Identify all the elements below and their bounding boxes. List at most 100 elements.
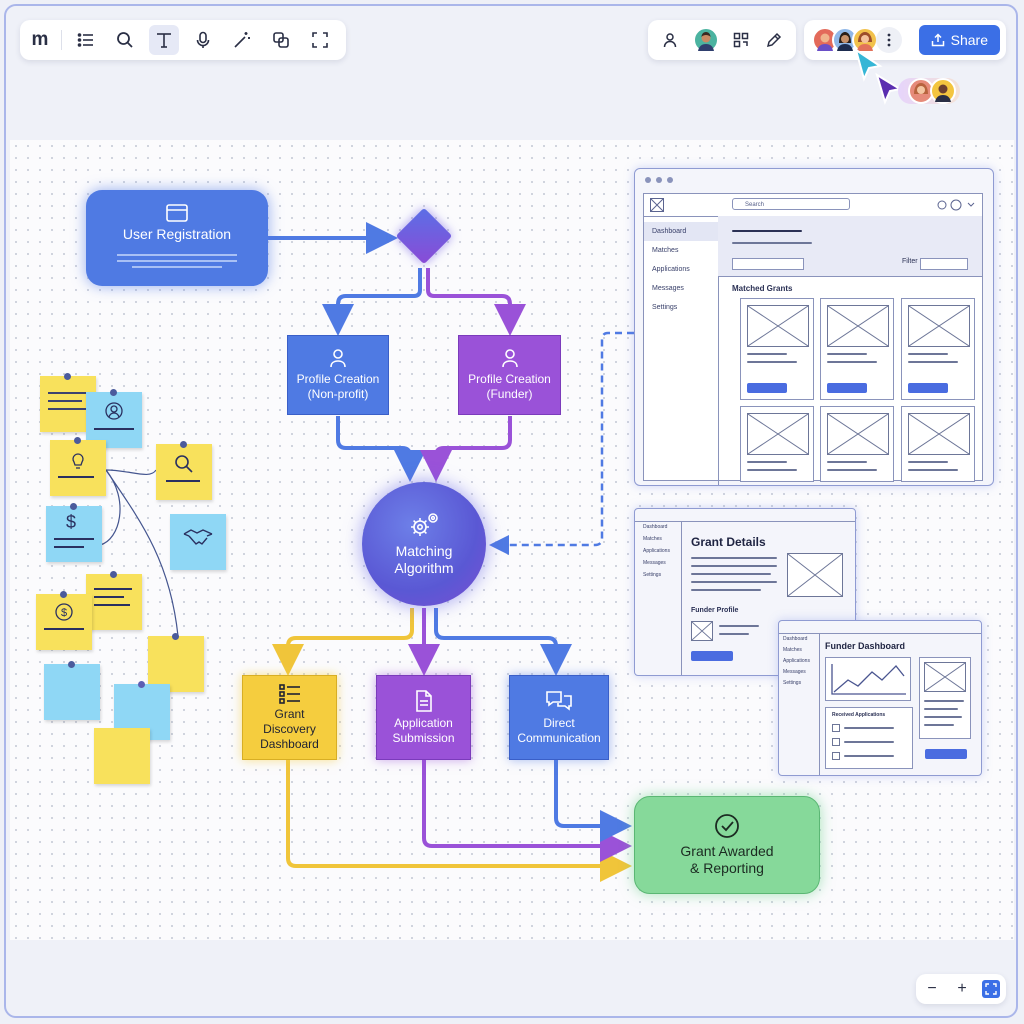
zoom-controls: − + [916,974,1006,1004]
zoom-in-button[interactable]: + [957,980,967,997]
text-icon[interactable] [149,25,179,55]
sticky-note[interactable] [94,728,150,784]
node-label: (Non-profit) [307,387,369,401]
profile-creation-funder-node[interactable]: Profile Creation (Funder) [458,335,561,415]
node-label: Profile Creation [468,372,551,386]
line-chart-icon [831,664,906,695]
check-circle-icon [715,813,739,838]
node-label: Algorithm [394,560,454,576]
chat-bubbles-icon [546,690,572,711]
sticky-note[interactable] [86,571,142,630]
sidebar-item[interactable]: Messages [643,560,666,566]
search-input[interactable]: Search [732,198,850,210]
received-applications-card: Received Applications [825,707,913,769]
review-button[interactable] [925,749,967,759]
direct-communication-node[interactable]: Direct Communication [509,675,609,760]
share-button[interactable]: Share [918,25,1000,55]
magic-wand-icon[interactable] [227,25,257,55]
image-placeholder [747,305,809,347]
main-toolbar: m [20,20,346,60]
view-grant-button[interactable] [827,383,867,393]
grant-card[interactable] [820,298,894,400]
details-title: Grant Details [691,535,766,549]
shapes-icon[interactable] [266,25,296,55]
sidebar-item[interactable]: Applications [652,266,690,273]
sidebar-item[interactable]: Settings [643,572,662,578]
gears-icon [411,512,438,536]
apply-button[interactable] [691,651,733,661]
user-circle-icon [105,402,123,420]
sidebar-item[interactable]: Messages [783,668,806,675]
sidebar-item[interactable]: Matches [643,536,662,542]
mic-icon[interactable] [188,25,218,55]
image-placeholder [787,553,843,597]
sticky-note[interactable] [156,441,212,500]
pen-icon[interactable] [763,25,784,55]
sidebar-item[interactable]: Settings [652,304,678,311]
node-label: Grant Awarded [680,842,774,859]
sidebar-item[interactable]: Dashboard [783,635,808,642]
sticky-note[interactable] [86,389,142,448]
user-icon [330,349,346,368]
grant-card[interactable] [820,406,894,482]
image-placeholder [747,413,809,455]
report-card [919,657,971,739]
sidebar-item[interactable]: Settings [783,679,802,686]
node-label: Discovery [263,721,316,736]
search-icon [175,455,193,473]
view-grant-button[interactable] [747,383,787,393]
node-label: Dashboard [260,736,319,751]
grant-card[interactable] [901,406,975,482]
grant-card[interactable] [901,298,975,400]
more-options-icon[interactable] [876,27,902,53]
zoom-out-button[interactable]: − [927,980,937,997]
sidebar-item[interactable]: Dashboard [643,524,668,530]
sidebar-item[interactable]: Applications [643,548,670,554]
sidebar-item[interactable]: Dashboard [644,222,718,241]
list-icon[interactable] [71,25,101,55]
dashboard-wireframe[interactable]: Search Dashboard Matches Applications Me… [634,168,994,486]
node-label: Direct [543,715,575,730]
grant-card[interactable] [740,406,814,482]
sticky-note[interactable] [44,661,100,720]
filter-dropdown[interactable] [920,258,968,270]
search-icon[interactable] [110,25,140,55]
node-label: Communication [517,730,601,745]
grant-discovery-dashboard-node[interactable]: Grant Discovery Dashboard [242,675,337,760]
sidebar-item[interactable]: Matches [652,247,679,254]
share-bar: Share [804,20,1006,60]
node-label: Grant [274,706,305,721]
user-icon[interactable] [660,25,681,55]
fit-screen-icon[interactable] [982,980,1000,998]
qr-scan-icon[interactable] [731,25,752,55]
toolbar-divider [61,30,62,50]
window-dots [645,177,673,183]
document-icon [415,689,432,712]
sticky-note[interactable] [50,437,106,496]
sidebar-item[interactable]: Messages [652,285,684,292]
sidebar-item[interactable]: Applications [783,657,810,664]
sidebar-item[interactable]: Matches [783,646,802,653]
sticky-note[interactable]: $ [46,503,102,562]
upload-icon [931,33,944,47]
sticky-note[interactable]: $ [36,591,92,650]
user-registration-node[interactable]: User Registration [86,190,268,286]
app-logo[interactable]: m [31,29,49,50]
sticky-note[interactable] [170,514,226,570]
funder-dashboard-wireframe[interactable]: Dashboard Matches Applications Messages … [778,620,982,776]
view-grant-button[interactable] [908,383,948,393]
filter-search[interactable] [732,258,804,270]
matching-algorithm-node[interactable]: Matching Algorithm [362,482,486,606]
application-submission-node[interactable]: Application Submission [376,675,471,760]
node-label: Profile Creation [296,372,380,386]
image-placeholder [827,305,889,347]
fullscreen-icon[interactable] [305,25,335,55]
grant-card[interactable] [740,298,814,400]
grant-awarded-node[interactable]: Grant Awarded & Reporting [634,796,820,894]
node-label: Matching [395,542,453,559]
profile-creation-nonprofit-node[interactable]: Profile Creation (Non-profit) [287,335,389,415]
id-card-icon [166,204,188,223]
grant-details-wireframe[interactable]: Dashboard Matches Applications Messages … [634,508,856,676]
avatar[interactable] [692,27,719,53]
sticky-note[interactable] [148,633,204,692]
